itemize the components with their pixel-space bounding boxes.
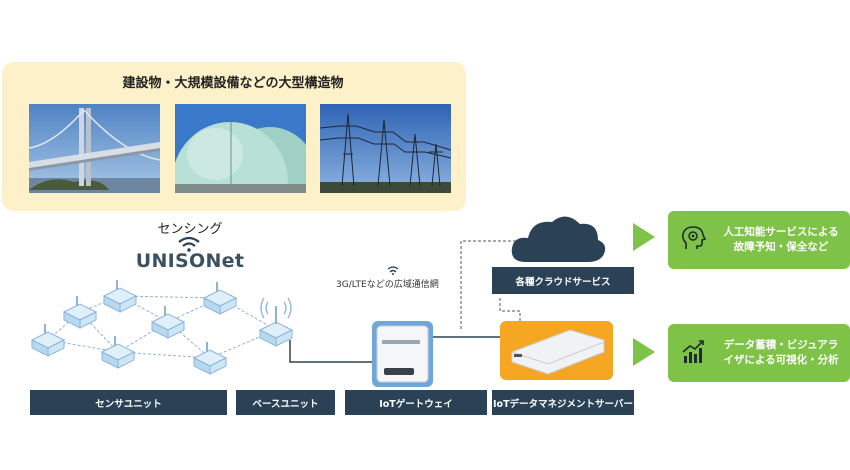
arrow-right-icon [633, 223, 655, 251]
wan-label: 3G/LTEなどの広域通信網 [336, 280, 439, 290]
visualization-box: データ蓄積・ビジュアラ イザによる可視化・分析 [668, 324, 850, 382]
gateway-label: IoTゲートウェイ [345, 390, 487, 415]
server-icon [500, 321, 613, 380]
ai-line-1: 人工知能サービスによる [723, 226, 839, 238]
viz-line-1: データ蓄積・ビジュアラ [723, 339, 839, 351]
unisonet-brand: UNISONet [135, 250, 245, 272]
bar-chart-trend-icon [680, 338, 708, 369]
base-gateway-link [289, 340, 372, 363]
server-label: IoTデータマネジメントサーバー [492, 390, 634, 415]
structures-title: 建設物・大規模設備などの大型構造物 [122, 76, 344, 91]
base-unit-icon [258, 297, 294, 347]
arrow-right-icon [633, 338, 655, 366]
power-tower-photo [320, 104, 451, 193]
sensor-unit-icons [30, 280, 238, 375]
base-unit-label: ベースユニット [236, 390, 335, 415]
wifi-icon [177, 236, 201, 256]
cloud-icon [511, 216, 606, 262]
bridge-photo [29, 104, 160, 193]
ai-line-2: 故障予知・保全など [733, 241, 829, 253]
server-cloud-link [500, 310, 521, 321]
sensor-unit-label: センサユニット [30, 390, 227, 415]
viz-line-2: イザによる可視化・分析 [723, 354, 839, 366]
wan-wifi-icon [387, 266, 399, 275]
cloud-label: 各種クラウドサービス [492, 267, 634, 294]
gateway-cloud-link [460, 240, 520, 329]
ai-service-box: 人工知能サービスによる 故障予知・保全など [668, 211, 850, 269]
sensing-label: センシング [157, 222, 223, 237]
gas-tank-photo [175, 104, 306, 193]
ai-head-gear-icon [680, 225, 708, 256]
gateway-icon [372, 321, 433, 387]
